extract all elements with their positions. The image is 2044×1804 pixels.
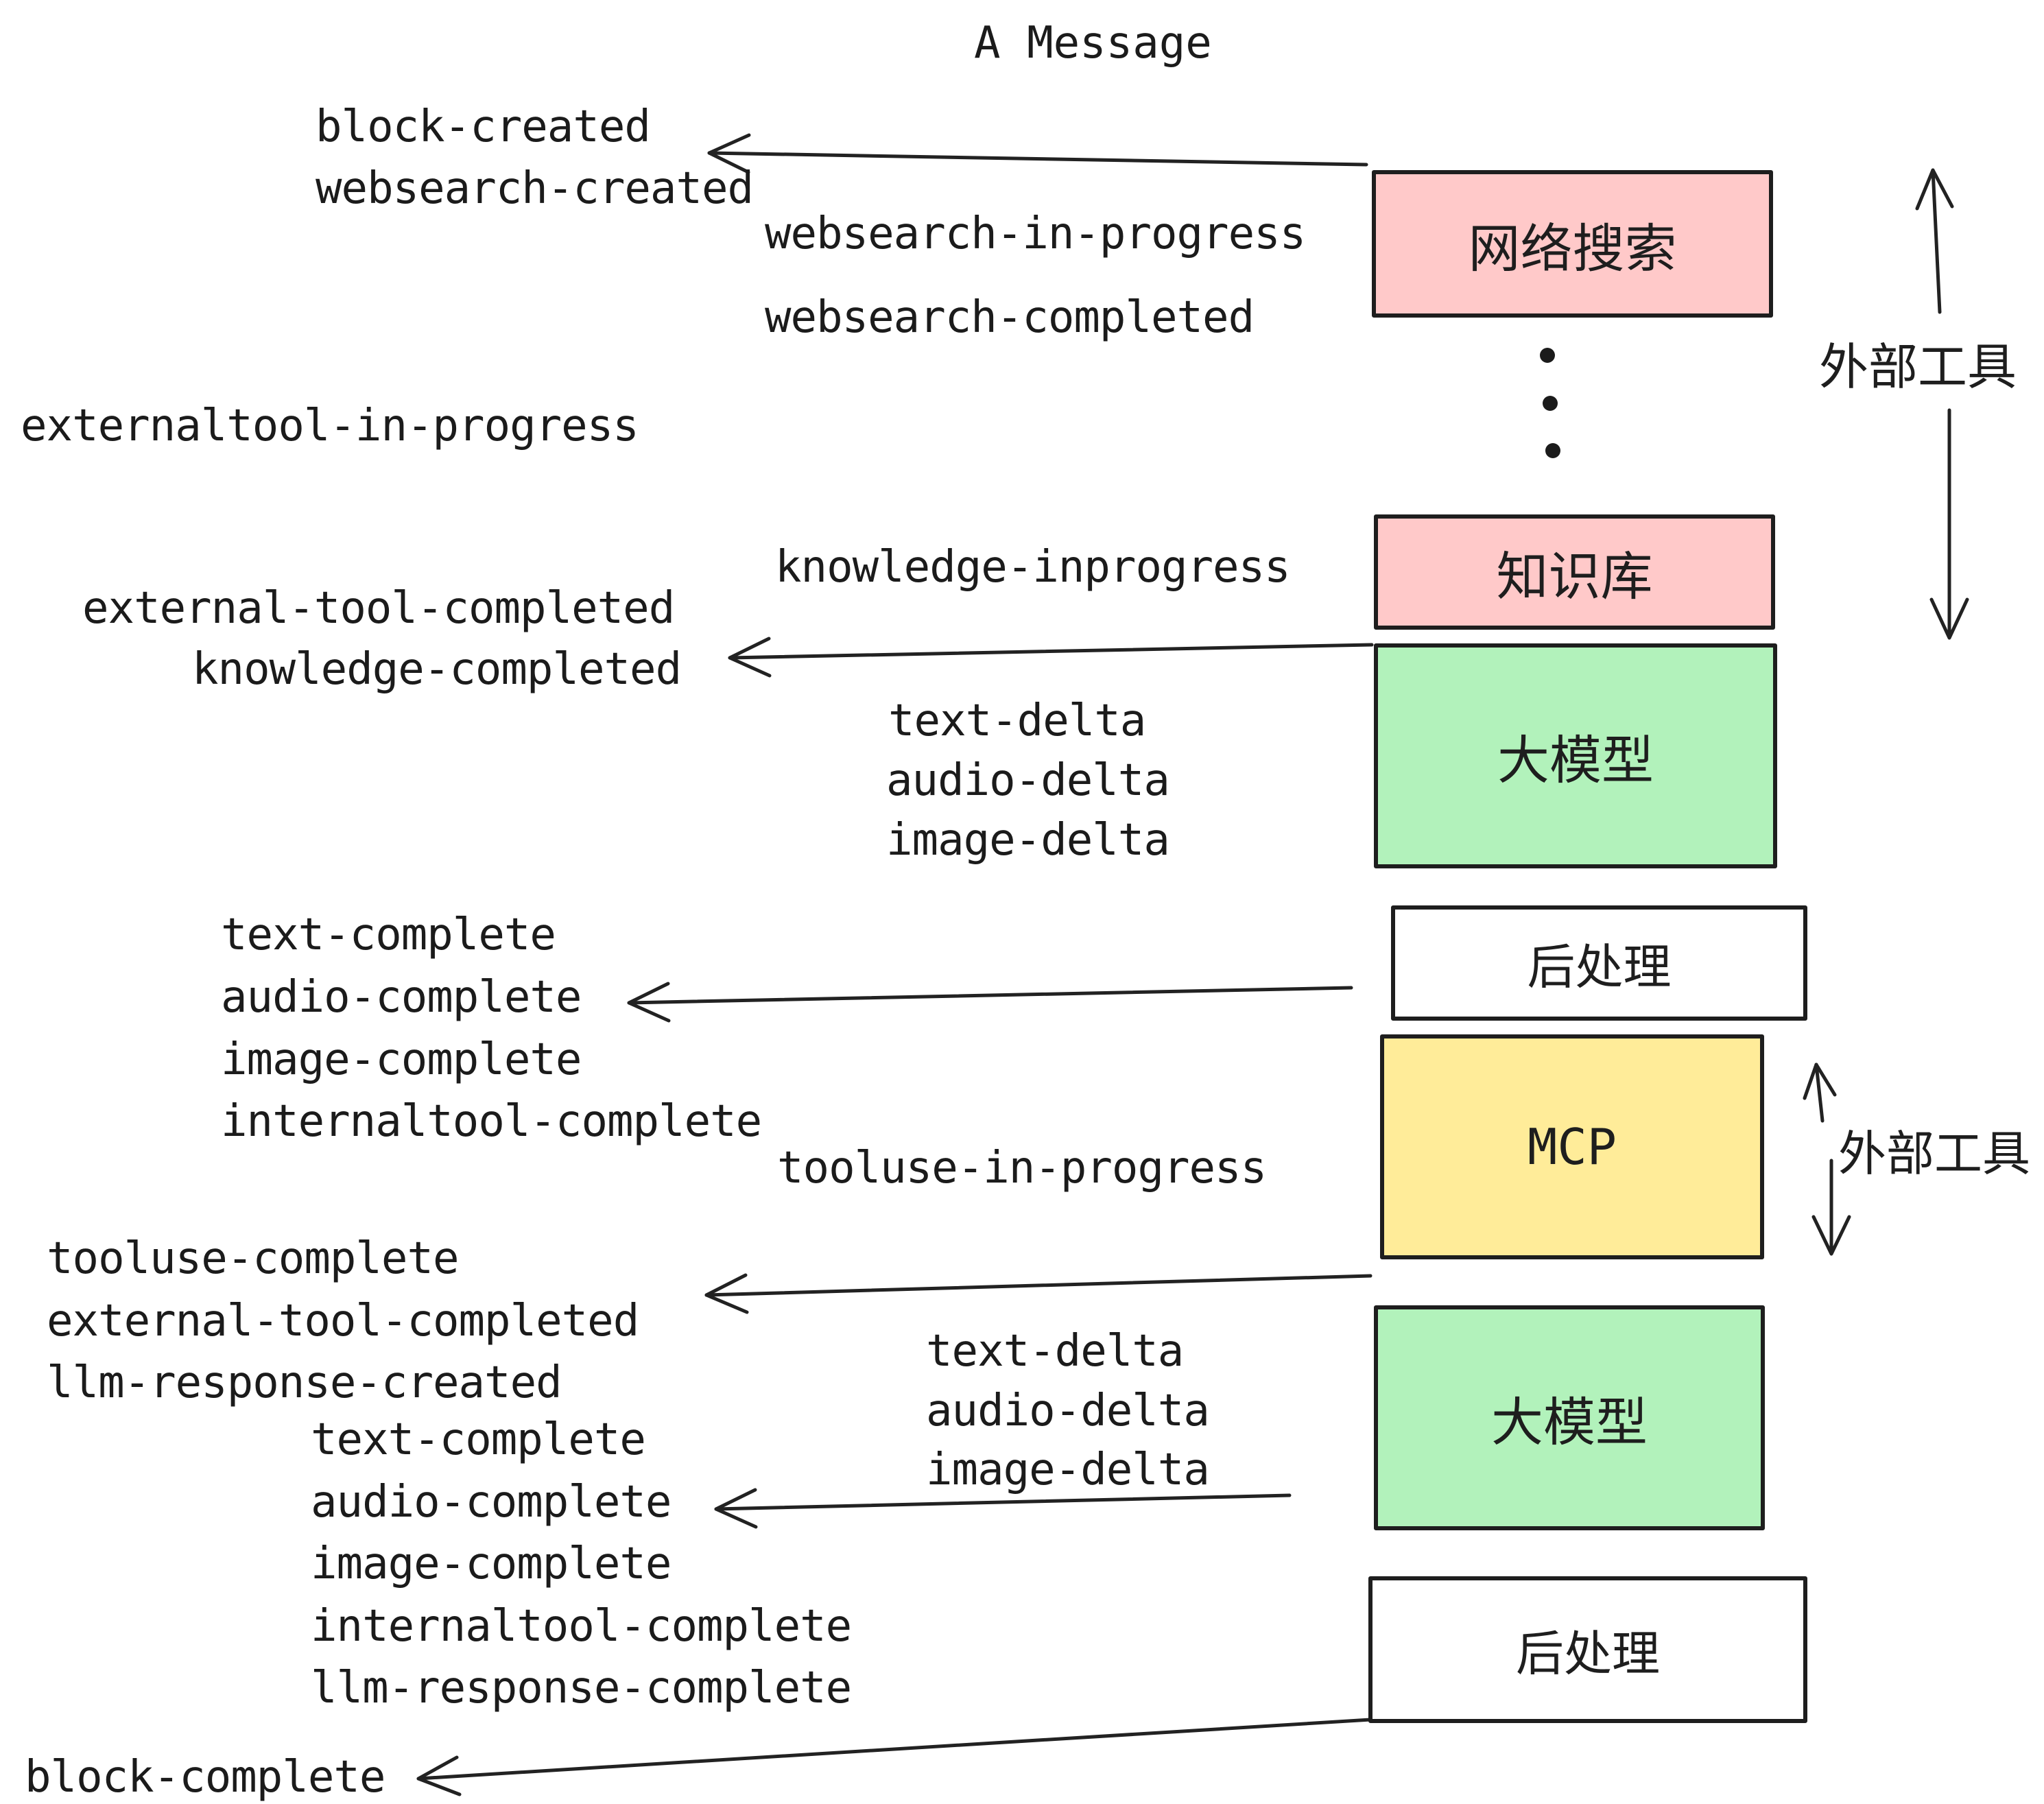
- event-label-block-created: block-created: [316, 102, 651, 152]
- box-llm-bottom-label: 大模型: [1491, 1392, 1648, 1453]
- event-label-llm-response-created: llm-response-created: [47, 1357, 562, 1408]
- event-label-externaltool-in-progress: externaltool-in-progress: [21, 401, 639, 451]
- arrow-external-tools-top-down: [1929, 408, 1969, 640]
- event-label-block-complete: block-complete: [25, 1752, 385, 1803]
- event-label-internaltool-complete-2: internaltool-complete: [311, 1601, 852, 1652]
- event-label-websearch-in-progress: websearch-in-progress: [765, 209, 1306, 259]
- arrow-block-created: [707, 133, 1368, 174]
- arrow-external-tools-mid-up: [1803, 1063, 1837, 1123]
- box-mcp-label: MCP: [1527, 1118, 1617, 1176]
- box-postprocess-top: 后处理: [1391, 905, 1807, 1021]
- box-knowledge-label: 知识库: [1496, 546, 1653, 607]
- arrow-audio-complete: [714, 1488, 1292, 1529]
- box-llm-bottom: 大模型: [1374, 1305, 1765, 1530]
- box-postprocess-top-label: 后处理: [1527, 938, 1672, 995]
- event-label-text-complete-1: text-complete: [221, 910, 556, 960]
- arrow-image-complete: [627, 982, 1353, 1023]
- box-postprocess-bottom: 后处理: [1368, 1576, 1807, 1723]
- box-llm-top-label: 大模型: [1497, 730, 1654, 791]
- event-label-tooluse-in-progress: tooluse-in-progress: [777, 1143, 1267, 1194]
- page-title: A Message: [974, 18, 1212, 69]
- event-label-internaltool-complete-1: internaltool-complete: [221, 1096, 762, 1147]
- event-label-audio-delta-2: audio-delta: [926, 1386, 1210, 1436]
- event-label-image-delta-1: image-delta: [886, 815, 1170, 866]
- event-label-image-complete-2: image-complete: [311, 1539, 672, 1589]
- box-mcp: MCP: [1380, 1034, 1764, 1259]
- event-label-tooluse-complete: tooluse-complete: [47, 1233, 459, 1284]
- arrow-tooluse-complete: [704, 1273, 1372, 1314]
- event-label-llm-response-complete: llm-response-complete: [311, 1663, 852, 1713]
- event-label-text-complete-2: text-complete: [311, 1414, 646, 1465]
- box-llm-top: 大模型: [1374, 643, 1777, 868]
- event-label-knowledge-inprogress: knowledge-inprogress: [775, 542, 1291, 593]
- event-label-text-delta-1: text-delta: [888, 696, 1146, 746]
- event-label-audio-complete-2: audio-complete: [311, 1477, 672, 1528]
- arrow-knowledge-completed: [728, 637, 1374, 678]
- event-label-audio-delta-1: audio-delta: [886, 755, 1170, 806]
- event-label-external-tool-completed-2: external-tool-completed: [47, 1296, 639, 1346]
- arrow-external-tools-mid-down: [1811, 1159, 1851, 1256]
- side-label-external-tools-top: 外部工具: [1819, 338, 2017, 396]
- side-label-external-tools-mid: 外部工具: [1838, 1126, 2030, 1182]
- event-label-knowledge-completed: knowledge-completed: [192, 644, 682, 695]
- event-label-image-complete-1: image-complete: [221, 1034, 582, 1085]
- event-label-image-delta-2: image-delta: [926, 1445, 1210, 1495]
- event-label-external-tool-completed: external-tool-completed: [82, 583, 675, 634]
- arrow-block-complete: [416, 1718, 1372, 1796]
- event-label-audio-complete-1: audio-complete: [221, 972, 582, 1023]
- arrow-external-tools-top-up: [1915, 168, 1954, 314]
- box-websearch: 网络搜索: [1372, 170, 1773, 318]
- event-label-websearch-created: websearch-created: [316, 163, 754, 214]
- ellipsis-dots: [1540, 348, 1560, 458]
- box-postprocess-bottom-label: 后处理: [1516, 1625, 1660, 1682]
- event-label-websearch-completed: websearch-completed: [765, 292, 1255, 343]
- box-knowledge: 知识库: [1374, 514, 1775, 630]
- event-label-text-delta-2: text-delta: [926, 1326, 1184, 1377]
- box-websearch-label: 网络搜索: [1468, 217, 1677, 279]
